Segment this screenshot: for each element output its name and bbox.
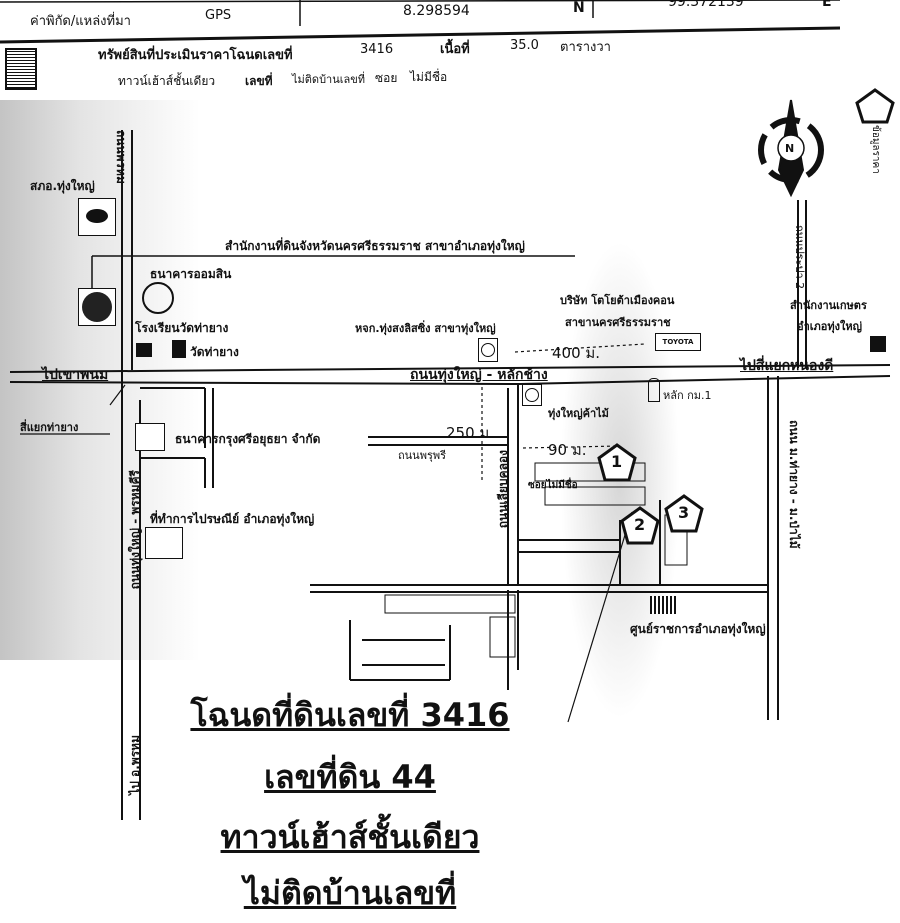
km-post-icon xyxy=(648,378,660,402)
temple-icon xyxy=(172,340,186,358)
longitude: 99.372139 xyxy=(668,0,744,10)
latitude-dir: N xyxy=(573,0,585,16)
timber-shop-icon xyxy=(522,384,542,406)
label-junction: สี่แยกท่ายาง xyxy=(20,421,79,434)
land-office-icon xyxy=(78,288,116,326)
gov-center-icon xyxy=(650,596,678,614)
label-road-left: ถนนทุ่งใหญ่ - พรหมคีรี xyxy=(128,470,142,590)
label-gov-center: ศูนย์ราชการอำเภอทุ่งใหญ่ xyxy=(630,622,766,636)
label-temple: วัดท่ายาง xyxy=(190,345,239,359)
compass-north: N xyxy=(785,142,795,155)
distance-400: 400 ม. xyxy=(552,344,601,362)
label-timber: ทุ่งใหญ่ค้าไม้ xyxy=(548,407,609,420)
marker-3: 3 xyxy=(678,503,690,522)
label-to-nongdi: ไปสี่แยกหนองดี xyxy=(740,358,834,374)
area-value: 35.0 xyxy=(510,38,539,53)
soi-label: ซอย xyxy=(375,71,398,85)
label-km-post: หลัก กม.1 xyxy=(663,389,712,402)
label-soi: ซอยไม่มีชื่อ xyxy=(528,480,578,491)
footer-land-no: เลขที่ดิน 44 xyxy=(264,758,436,796)
krungsri-logo-icon xyxy=(135,423,165,451)
label-road-right: ถนน ม.ท่ายาง - ม.ป่าไม้ xyxy=(787,420,801,549)
police-icon xyxy=(78,198,116,236)
label-post-office: ที่ทำการไปรษณีย์ อำเภอทุ่งใหญ่ xyxy=(150,512,315,526)
footer-deed: โฉนดที่ดินเลขที่ 3416 xyxy=(190,696,510,734)
area-unit: ตารางวา xyxy=(560,40,611,55)
label-krungsri: ธนาคารกรุงศรีอยุธยา จำกัด xyxy=(175,432,321,446)
footer-type: ทาวน์เฮ้าส์ชั้นเดียว xyxy=(220,818,480,856)
marker-1: 1 xyxy=(611,452,623,471)
label-to-khaophanom: ไปเขาพนม xyxy=(42,367,109,383)
toyota-logo: TOYOTA xyxy=(655,333,701,351)
label-shop: หจก.ทุ่งสงลิสซิ่ง สาขาทุ่งใหญ่ xyxy=(355,322,496,335)
soi-value: ไม่มีชื่อ xyxy=(410,70,448,84)
label-toyota-1: บริษัท โตโยต้าเมืองคอน xyxy=(560,294,675,307)
distance-250: 250 ม. xyxy=(446,424,495,442)
label-road-phruphri: ถนนพรุพรี xyxy=(398,449,447,462)
agri-office-icon xyxy=(870,336,886,352)
number-value: ไม่ติดบ้านเลขที่ xyxy=(292,73,366,86)
label-toyota-2: สาขานครศรีธรรมราช xyxy=(565,316,671,329)
asset-label: ทรัพย์สินที่ประเมินราคาโฉนดเลขที่ xyxy=(98,48,293,63)
area-label: เนื้อที่ xyxy=(440,42,470,57)
label-agri-1: สำนักงานเกษตร xyxy=(790,299,867,312)
longitude-dir: E xyxy=(822,0,832,10)
grid-icon xyxy=(5,48,37,90)
coord-label: ค่าพิกัด/แหล่งที่มา xyxy=(30,14,131,29)
gsb-logo-icon xyxy=(142,282,174,314)
label-road-left-top: ถนนพรหม xyxy=(114,130,128,184)
property-type: ทาวน์เฮ้าส์ชั้นเดียว xyxy=(118,74,216,88)
label-road-mid: ถนนเลียบคลอง xyxy=(496,450,510,529)
label-price-info: ข้อมูลราคา xyxy=(870,125,881,174)
footer-house-no: ไม่ติดบ้านเลขที่ xyxy=(243,874,457,912)
label-road-prapa: ถนนประปา 2 xyxy=(793,225,806,290)
deed-number: 3416 xyxy=(360,42,394,57)
label-school: โรงเรียนวัดท่ายาง xyxy=(135,321,229,335)
school-icon xyxy=(136,343,152,357)
latitude: 8.298594 xyxy=(403,3,470,19)
label-land-office: สำนักงานที่ดินจังหวัดนครศรีธรรมราช สาขาอ… xyxy=(225,239,525,253)
scan-shadow xyxy=(0,100,200,660)
coord-source: GPS xyxy=(205,8,232,23)
label-agri-2: อำเภอทุ่งใหญ่ xyxy=(797,320,863,333)
marker-2: 2 xyxy=(634,515,646,534)
distance-90: 90 ม. xyxy=(548,441,587,459)
label-police: สภอ.ทุ่งใหญ่ xyxy=(30,179,95,193)
number-label: เลขที่ xyxy=(245,74,273,88)
label-main-road: ถนนทุ่งใหญ่ - หลักช้าง xyxy=(410,367,548,383)
shop-icon xyxy=(478,338,498,362)
label-gsb: ธนาคารออมสิน xyxy=(150,267,232,281)
post-office-icon xyxy=(145,527,183,559)
